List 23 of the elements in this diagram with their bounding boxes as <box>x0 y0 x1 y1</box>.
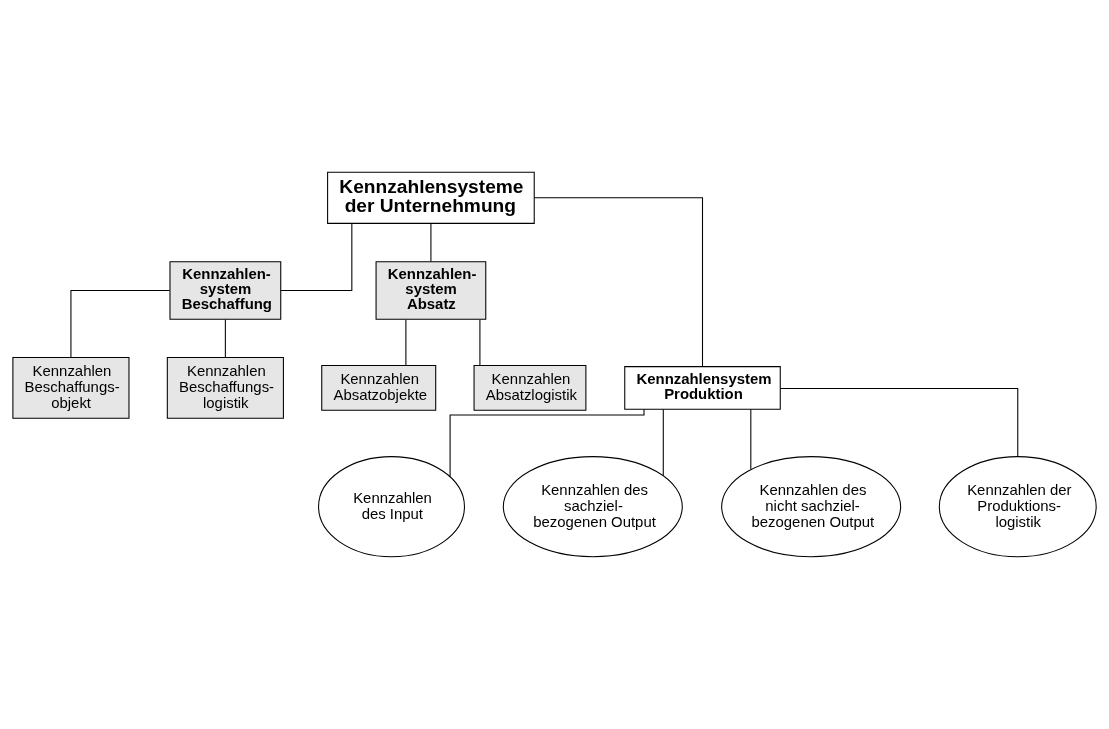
connector <box>405 319 407 367</box>
node-box: Kennzahlensysteme der Unternehmung <box>327 171 535 224</box>
node-box: Kennzahlen- system Beschaffung <box>169 261 282 320</box>
node-box: Kennzahlen Absatzlogistik <box>473 365 587 411</box>
connector <box>479 319 481 367</box>
connector <box>750 408 752 470</box>
node-box: Kennzahlensystem Produktion <box>624 366 781 410</box>
connector <box>224 319 226 358</box>
connector <box>533 197 704 368</box>
connector <box>662 408 664 477</box>
connector <box>449 408 645 478</box>
connector <box>779 387 1019 458</box>
connector <box>280 223 353 291</box>
connector <box>70 289 171 358</box>
node-ellipse: Kennzahlen des Input <box>318 456 465 558</box>
connector <box>430 223 432 263</box>
node-box: Kennzahlen Beschaffungs- objekt <box>12 357 130 419</box>
node-box: Kennzahlen- system Absatz <box>375 261 487 320</box>
node-box: Kennzahlen Absatzobjekte <box>321 365 437 411</box>
node-ellipse: Kennzahlen des nicht sachziel- bezogenen Output <box>721 456 902 558</box>
node-ellipse: Kennzahlen des sachziel- bezogenen Output <box>502 456 683 558</box>
node-box: Kennzahlen Beschaffungs- logistik <box>166 357 284 419</box>
node-ellipse: Kennzahlen der Produktions- logistik <box>938 456 1097 558</box>
